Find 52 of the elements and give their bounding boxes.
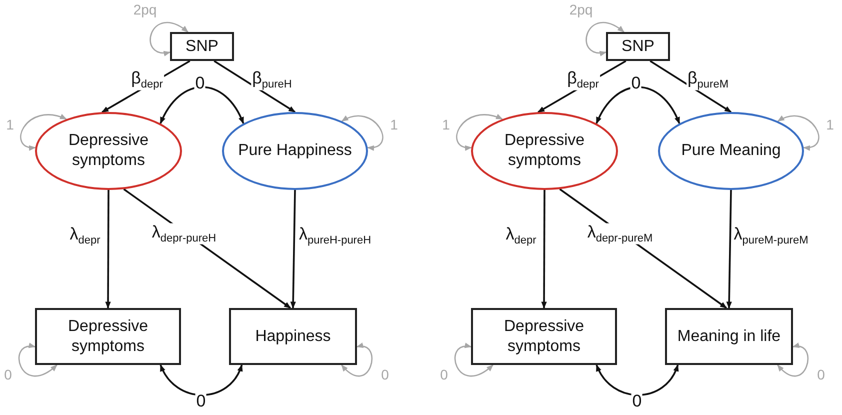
edge-label: β$_{pureM}$ bbox=[686, 69, 730, 91]
path-arrow bbox=[105, 190, 111, 309]
node-label: Meaning in life bbox=[676, 326, 782, 346]
observed-variable-box bbox=[35, 308, 181, 365]
edge-label: 0 bbox=[816, 367, 826, 383]
node-label: Pure Happiness bbox=[237, 141, 353, 161]
edge-label: λ$_{pureH-pureH}$ bbox=[298, 225, 372, 247]
covariance-arrow bbox=[596, 86, 680, 124]
path-arrow bbox=[650, 60, 732, 113]
edge-label: λ$_{pureM-pureM}$ bbox=[732, 225, 810, 247]
observed-variable-box bbox=[229, 308, 357, 365]
variance-arrow bbox=[341, 344, 372, 376]
edge-label: 2pq bbox=[568, 2, 594, 18]
path-arrow bbox=[726, 190, 732, 309]
observed-variable-box bbox=[665, 308, 793, 365]
variance-arrow bbox=[586, 22, 624, 56]
node-label: Happiness bbox=[254, 326, 332, 346]
node-label: Depressive symptoms bbox=[502, 316, 586, 356]
node-label: Depressive symptoms bbox=[503, 131, 586, 171]
covariance-arrow bbox=[160, 86, 244, 124]
edge-label: 0 bbox=[439, 367, 449, 383]
observed-variable-box bbox=[471, 308, 617, 365]
variance-arrow bbox=[777, 115, 820, 150]
variance-arrow bbox=[20, 114, 67, 150]
edge-label: λ$_{depr}$ bbox=[504, 225, 538, 247]
edge-label: λ$_{depr-pureM}$ bbox=[586, 223, 654, 245]
edge-label: β$_{depr}$ bbox=[130, 69, 164, 91]
node-label: Depressive symptoms bbox=[67, 131, 150, 171]
node-label: Depressive symptoms bbox=[66, 316, 150, 356]
observed-variable-box bbox=[170, 32, 234, 61]
variance-arrow bbox=[150, 22, 188, 56]
edge-label: β$_{depr}$ bbox=[566, 69, 600, 91]
variance-arrow bbox=[18, 344, 58, 377]
variance-arrow bbox=[341, 115, 384, 150]
path-arrow bbox=[214, 60, 296, 113]
observed-variable-box bbox=[606, 32, 670, 61]
variance-arrow bbox=[454, 344, 494, 377]
node-label: SNP bbox=[184, 36, 220, 56]
variance-arrow bbox=[777, 344, 808, 376]
covariance-arrow bbox=[596, 364, 679, 396]
path-arrow bbox=[541, 190, 547, 309]
edge-label: 0 bbox=[380, 367, 390, 383]
edge-label: λ$_{depr-pureH}$ bbox=[150, 223, 218, 245]
edge-label: β$_{pureH}$ bbox=[251, 69, 293, 91]
node-label: SNP bbox=[620, 36, 656, 56]
path-arrow bbox=[290, 190, 296, 309]
variance-arrow bbox=[456, 114, 503, 150]
covariance-arrow bbox=[160, 364, 243, 396]
edge-label: λ$_{depr}$ bbox=[68, 225, 102, 247]
edge-label: 0 bbox=[3, 367, 13, 383]
node-label: Pure Meaning bbox=[680, 141, 782, 161]
edge-label: 2pq bbox=[132, 2, 158, 18]
